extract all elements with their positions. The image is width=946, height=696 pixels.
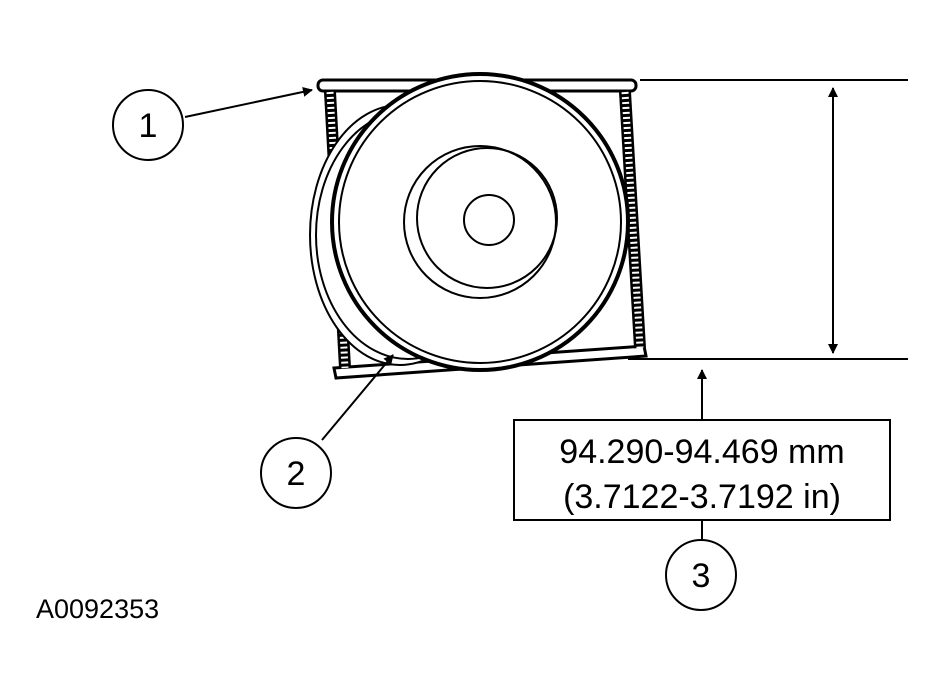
callout-2: 2	[260, 437, 332, 509]
bearing-assembly	[309, 72, 630, 372]
dimension-lines	[628, 79, 908, 543]
leader-lines	[184, 86, 394, 441]
callout-1-label: 1	[139, 107, 158, 145]
callout-3-label: 3	[692, 557, 711, 595]
dimension-label-box: 94.290-94.469 mm (3.7122-3.7192 in)	[513, 419, 891, 521]
figure-id: A0092353	[36, 594, 159, 624]
dimension-metric: 94.290-94.469 mm	[559, 433, 844, 471]
right-threaded-rod	[619, 91, 646, 349]
callout-3: 3	[665, 539, 737, 611]
dimension-imperial: (3.7122-3.7192 in)	[563, 478, 841, 516]
callout-1: 1	[112, 89, 184, 161]
callout-2-label: 2	[287, 455, 306, 493]
